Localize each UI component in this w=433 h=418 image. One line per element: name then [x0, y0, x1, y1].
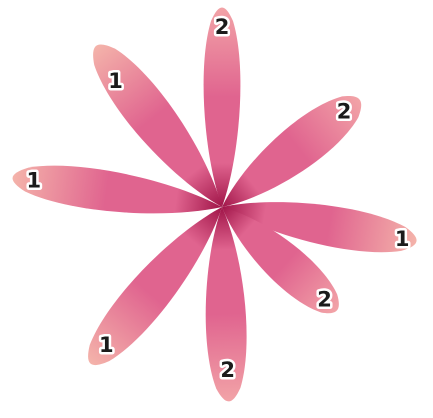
petal-label: 2	[220, 358, 235, 382]
petal-label: 2	[317, 287, 332, 311]
petal-label: 2	[215, 15, 230, 39]
petals-group	[10, 8, 420, 403]
petal-label: 1	[99, 333, 114, 357]
petal-label: 1	[395, 227, 410, 251]
petal-label: 2	[337, 100, 352, 124]
petal-label: 1	[108, 69, 123, 93]
petal-label: 1	[26, 169, 41, 193]
